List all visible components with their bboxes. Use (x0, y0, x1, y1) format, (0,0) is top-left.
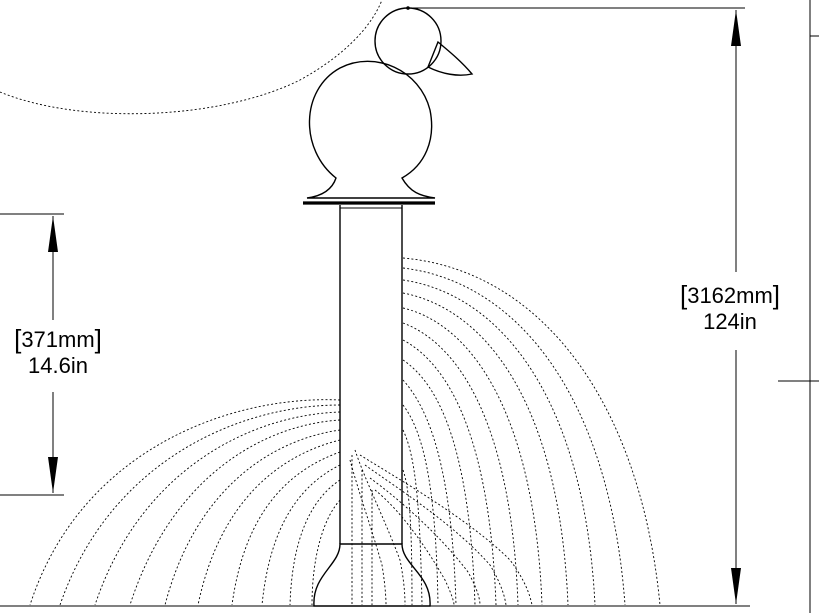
bracket-close: ] (772, 280, 781, 310)
top-left-dotted-arc (0, 0, 383, 115)
duck-figure (303, 7, 474, 209)
arrow-up-icon (731, 10, 741, 46)
arrow-down-icon (48, 457, 58, 493)
arrow-down-icon (731, 568, 741, 604)
dimension-left-metric: 371mm (21, 327, 95, 352)
bracket-open: [ (679, 280, 688, 310)
duck-body (306, 60, 436, 199)
dimension-right-label: [3162mm] 124in (654, 282, 806, 335)
arrow-up-icon (48, 216, 58, 252)
left-dotted-arcs (29, 399, 341, 606)
dimension-left-label: [371mm] 14.6in (2, 326, 114, 379)
dimension-left-imperial: 14.6in (28, 353, 88, 378)
base-crossing-arcs (349, 449, 533, 606)
duck-beak (427, 40, 474, 76)
dimension-left (0, 213, 64, 496)
bracket-open: [ (14, 324, 22, 354)
right-dotted-arcs (402, 257, 661, 606)
dimension-right-metric: 3162mm (687, 283, 773, 308)
title-block-edge (778, 0, 819, 613)
dimension-right (406, 6, 745, 604)
dimension-right-imperial: 124in (703, 309, 757, 334)
bracket-close: ] (94, 324, 102, 354)
